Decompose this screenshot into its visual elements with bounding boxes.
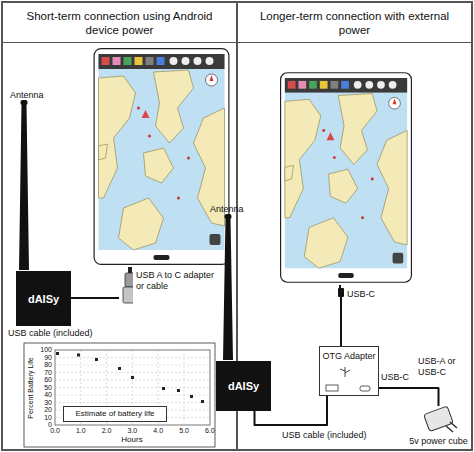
power-cube-icon <box>406 406 471 434</box>
axis-label: 40 <box>34 391 52 399</box>
axis-label: 60 <box>34 376 52 384</box>
panel-heading: Longer-term connection with external pow… <box>238 3 471 43</box>
callout-label: USB cable (included) <box>8 328 108 339</box>
callout-label: USB-C <box>381 372 411 383</box>
axis-label: 10 <box>34 414 52 422</box>
callout-label: Antenna <box>10 90 60 101</box>
axis-label: 90 <box>34 354 52 362</box>
component-box: OTG Adapter <box>319 346 379 396</box>
axis-label: 5.0 <box>174 427 194 435</box>
callout-label: USB-A or USB-C <box>418 356 468 378</box>
usb-adapter <box>119 267 133 305</box>
axis-label: 70 <box>34 369 52 377</box>
axis-label: Hours <box>112 435 152 444</box>
usb-cable <box>340 302 342 346</box>
node-text: dAISy <box>216 361 271 411</box>
axis-label: 2.0 <box>97 427 117 435</box>
usb-c-plug <box>337 288 345 302</box>
node-text: USB A to C adapter or cable <box>136 270 215 292</box>
node-text: dAISy <box>16 271 71 326</box>
node-text: USB-C <box>347 289 375 300</box>
axis-label: 50 <box>34 384 52 392</box>
receiver-box: dAISy <box>216 361 271 411</box>
axis-label: 4.0 <box>148 427 168 435</box>
axis-label: 3.0 <box>122 427 142 435</box>
node-text: OTG Adapter <box>320 347 378 362</box>
axis-label: 6.0 <box>200 427 220 435</box>
usb-cable <box>379 388 439 406</box>
axis-label: 30 <box>34 399 52 407</box>
component-box: USB-C <box>337 288 381 302</box>
node-text: Estimate of battery life <box>64 407 166 421</box>
axis-label: 100 <box>34 346 52 354</box>
usb-cable <box>71 297 119 299</box>
receiver-box: dAISy <box>16 271 71 326</box>
axis-label: 0.0 <box>45 427 65 435</box>
panel: Longer-term connection with external pow… <box>237 2 472 450</box>
panel: Short-term connection using Android devi… <box>2 2 237 450</box>
component-box: USB A to C adapter or cable <box>119 267 216 305</box>
component-box: Estimate of battery life <box>63 406 167 422</box>
node-text: 5v power cube <box>406 436 471 447</box>
panel-heading: Short-term connection using Android devi… <box>3 3 236 43</box>
axis-label: Percent Battery Life <box>27 348 35 428</box>
component-box: 5v power cube <box>406 406 471 448</box>
callout-label: USB cable (included) <box>282 430 382 441</box>
callout-label: Antenna <box>210 204 260 215</box>
axis-label: 20 <box>34 406 52 414</box>
axis-label: 80 <box>34 361 52 369</box>
axis-label: 0 <box>34 421 52 429</box>
axis-label: 1.0 <box>71 427 91 435</box>
